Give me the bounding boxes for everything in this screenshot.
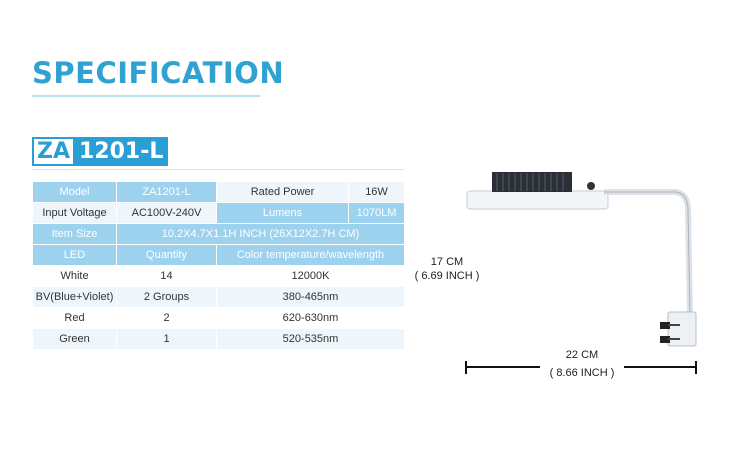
width-cm: 22 CM	[565, 349, 599, 361]
table-header-cell: Quantity	[116, 244, 217, 266]
table-cell: Green	[32, 328, 117, 350]
table-cell: Lumens	[216, 202, 349, 224]
table-header-cell: Color temperature/wavelength	[216, 244, 405, 266]
table-cell: 2 Groups	[116, 286, 217, 308]
model-badge: ZA 1201-L	[32, 137, 169, 166]
table-cell: Rated Power	[216, 181, 349, 203]
table-header-cell: LED	[32, 244, 117, 266]
page-title: SPECIFICATION	[32, 56, 285, 90]
table-cell: 520-535nm	[216, 328, 405, 350]
table-cell: 1070LM	[348, 202, 405, 224]
table-cell: 2	[116, 307, 217, 329]
table-cell: ZA1201-L	[116, 181, 217, 203]
table-cell: Input Voltage	[32, 202, 117, 224]
led-light-fixture	[466, 172, 697, 347]
table-cell: 380-465nm	[216, 286, 405, 308]
spec-table: Model ZA1201-L Rated Power 16W Input Vol…	[32, 181, 405, 350]
table-cell: AC100V-240V	[116, 202, 217, 224]
table-cell: 620-630nm	[216, 307, 405, 329]
table-row: BV(Blue+Violet) 2 Groups 380-465nm	[32, 286, 405, 308]
table-cell: 12000K	[216, 265, 405, 287]
table-cell: 14	[116, 265, 217, 287]
model-badge-prefix: ZA	[32, 137, 73, 166]
table-row: Green 1 520-535nm	[32, 328, 405, 350]
height-cm: 17 CM	[430, 256, 464, 268]
table-cell: 10.2X4.7X1.1H INCH (26X12X2.7H CM)	[116, 223, 405, 245]
height-inch: ( 6.69 INCH )	[414, 270, 480, 282]
table-cell: Item Size	[32, 223, 117, 245]
table-cell: Model	[32, 181, 117, 203]
table-cell: White	[32, 265, 117, 287]
model-badge-number: 1201-L	[72, 137, 169, 166]
table-row: LED Quantity Color temperature/wavelengt…	[32, 244, 405, 266]
table-row: Item Size 10.2X4.7X1.1H INCH (26X12X2.7H…	[32, 223, 405, 245]
table-row: Input Voltage AC100V-240V Lumens 1070LM	[32, 202, 405, 224]
divider	[32, 169, 404, 170]
width-inch: ( 8.66 INCH )	[540, 366, 624, 380]
table-row: Red 2 620-630nm	[32, 307, 405, 329]
height-dimension-label: 17 CM ( 6.69 INCH )	[410, 255, 484, 283]
product-illustration	[465, 172, 697, 374]
table-cell: 16W	[348, 181, 405, 203]
width-dimension-label: 22 CM ( 8.66 INCH )	[540, 348, 624, 380]
table-cell: BV(Blue+Violet)	[32, 286, 117, 308]
table-row: White 14 12000K	[32, 265, 405, 287]
table-cell: 1	[116, 328, 217, 350]
title-underline	[32, 95, 260, 97]
table-row: Model ZA1201-L Rated Power 16W	[32, 181, 405, 203]
table-cell: Red	[32, 307, 117, 329]
